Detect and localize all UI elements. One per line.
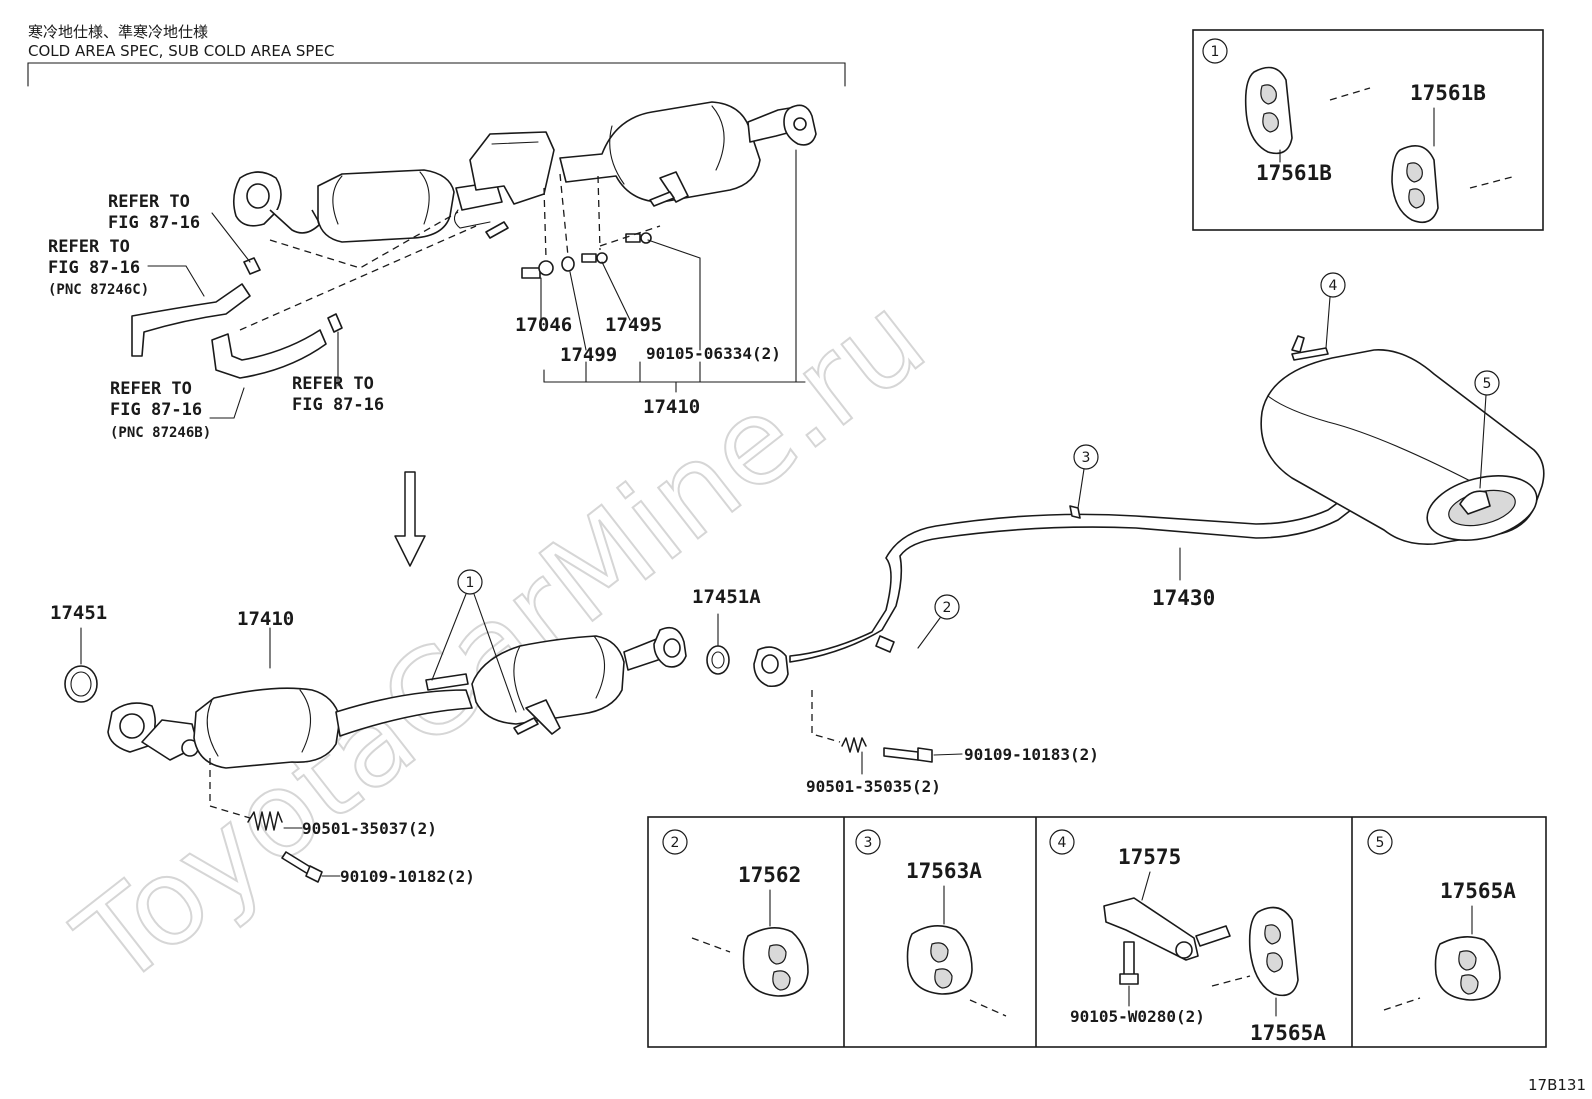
refer-note-1-line2: FIG 87-16 [108, 213, 200, 233]
svg-text:1: 1 [1211, 44, 1220, 60]
inset-2-rubber-hanger [742, 927, 809, 997]
inset-4-pin [1211, 975, 1251, 987]
inset-4-bracket-17575 [1103, 897, 1231, 961]
inset-5-rubber-hanger [1434, 936, 1501, 1001]
part-17451: 17451 [50, 602, 107, 624]
part-17410-top: 17410 [643, 396, 700, 418]
inset-1-part-17561B-upper: 17561B [1410, 81, 1486, 105]
part-17451A: 17451A [692, 586, 761, 608]
part-90105-06334: 90105-06334(2) [646, 344, 781, 363]
inset-3-part-17563A: 17563A [906, 859, 982, 883]
callout-3-main: 3 [1073, 444, 1099, 470]
inset-1-pin-a [1329, 87, 1371, 101]
inset-4-leader-17575 [1141, 871, 1151, 901]
callout-1-main: 1 [457, 569, 483, 595]
spring-90501-35037 [247, 811, 283, 831]
tailpipe-muffler-17430 [753, 335, 1545, 688]
inset-5-part-17565A: 17565A [1440, 879, 1516, 903]
gasket-17451 [64, 665, 98, 703]
svg-text:2: 2 [671, 835, 680, 851]
part-90109-10182: 90109-10182(2) [340, 867, 475, 886]
inset-1-box [1192, 29, 1544, 231]
inset-2-callout: 2 [662, 829, 688, 855]
down-arrow-icon [394, 471, 426, 567]
bottom-insets-box [647, 816, 1547, 1048]
part-17046: 17046 [515, 314, 572, 336]
header-title-en: COLD AREA SPEC, SUB COLD AREA SPEC [28, 42, 334, 60]
inset-1-part-17561B-lower: 17561B [1256, 161, 1332, 185]
inset-3-pin [969, 999, 1007, 1017]
header-title-jp: 寒冷地仕様、準寒冷地仕様 [28, 23, 208, 41]
refer-note-4-line2: FIG 87-16 [292, 395, 384, 415]
part-17410-main: 17410 [237, 608, 294, 630]
inset-4-part-90105-W0280: 90105-W0280(2) [1070, 1007, 1205, 1026]
part-90109-10183: 90109-10183(2) [964, 745, 1099, 764]
part-90501-35037: 90501-35037(2) [302, 819, 437, 838]
inset-3-callout: 3 [855, 829, 881, 855]
refer-note-3-line1: REFER TO [110, 379, 192, 399]
inset-2-part-17562: 17562 [738, 863, 801, 887]
inset-4-rubber-hanger [1248, 906, 1299, 997]
inset-3-rubber-hanger [906, 925, 973, 995]
inset-4-part-17565A: 17565A [1250, 1021, 1326, 1045]
refer-note-1-line1: REFER TO [108, 192, 190, 212]
svg-text:2: 2 [943, 600, 952, 616]
callout-2-main: 2 [934, 594, 960, 620]
inset-1-rubber-hanger-b [1391, 144, 1439, 224]
svg-text:1: 1 [466, 575, 475, 591]
spring-90501-35035 [841, 737, 867, 753]
inset-4-callout: 4 [1049, 829, 1075, 855]
inset-5-callout: 5 [1367, 829, 1393, 855]
part-17499: 17499 [560, 344, 617, 366]
svg-text:5: 5 [1376, 835, 1385, 851]
inset-4-bolt-90105-W0280 [1119, 941, 1139, 985]
part-17495: 17495 [605, 314, 662, 336]
figure-id: 17B131 [1528, 1076, 1586, 1094]
cold-spec-exhaust-assembly [131, 101, 817, 419]
callout-4-main: 4 [1320, 272, 1346, 298]
inset-5-pin [1383, 997, 1421, 1011]
refer-note-2-pnc: (PNC 87246C) [48, 282, 149, 298]
inset-1-pin-b [1469, 175, 1517, 189]
callout-5-main: 5 [1474, 370, 1500, 396]
svg-text:5: 5 [1483, 376, 1492, 392]
svg-text:3: 3 [1082, 450, 1091, 466]
refer-note-2-line1: REFER TO [48, 237, 130, 257]
bolt-90109-10182 [281, 851, 323, 883]
refer-note-4-line1: REFER TO [292, 374, 374, 394]
inset-1-rubber-hanger-a [1244, 66, 1293, 155]
gasket-17451A [706, 645, 730, 675]
svg-text:4: 4 [1058, 835, 1067, 851]
inset-1-callout: 1 [1202, 38, 1228, 64]
bottom-insets-dividers [843, 817, 1353, 1047]
inset-2-pin [691, 937, 731, 953]
front-pipe-converter-17410 [107, 626, 687, 819]
refer-note-3-line2: FIG 87-16 [110, 400, 202, 420]
bolt-90109-10183 [883, 747, 933, 763]
part-90501-35035: 90501-35035(2) [806, 777, 941, 796]
svg-text:3: 3 [864, 835, 873, 851]
header-bracket [27, 62, 846, 87]
refer-note-2-line2: FIG 87-16 [48, 258, 140, 278]
svg-text:4: 4 [1329, 278, 1338, 294]
inset-4-part-17575: 17575 [1118, 845, 1181, 869]
refer-note-3-pnc: (PNC 87246B) [110, 425, 211, 441]
part-17430: 17430 [1152, 586, 1215, 610]
